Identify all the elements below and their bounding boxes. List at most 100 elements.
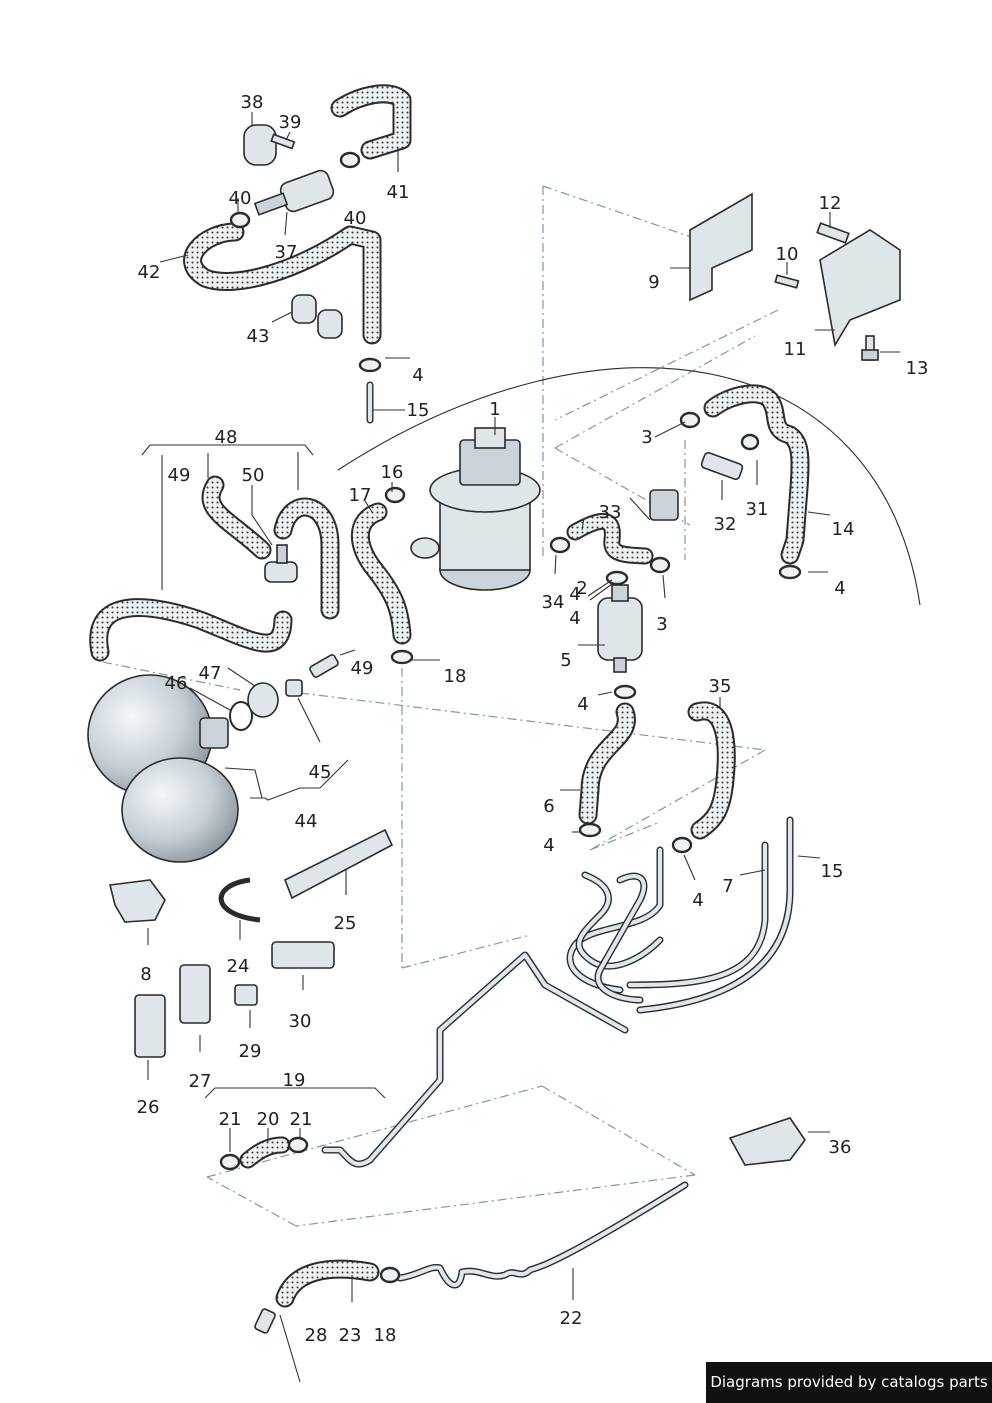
pipes: [321, 381, 794, 1289]
callout-13: 13: [906, 358, 929, 379]
callout-23: 23: [339, 1325, 362, 1346]
bolt-39: [270, 133, 296, 150]
holder-30: [271, 941, 335, 969]
callout-4e: 4: [577, 694, 588, 715]
leader-lines: [141, 112, 900, 1383]
callout-2: 2: [576, 578, 587, 599]
callout-15a: 15: [407, 400, 430, 421]
callout-39: 39: [279, 112, 302, 133]
fuel-filter-37: [253, 169, 335, 216]
sensor-12: [816, 222, 850, 244]
valve-50: [264, 544, 298, 583]
pressure-accumulator: [87, 674, 239, 863]
bolt-10: [774, 274, 800, 289]
fuel-filter-5: [597, 584, 643, 673]
callout-labels: 1 2 3 3 3 4 4 4 4 4 4 4 4 5 6 7 8 9 10 1…: [137, 92, 929, 1346]
callout-3b: 3: [656, 614, 667, 635]
callout-4d: 4: [569, 608, 580, 629]
callout-32: 32: [714, 514, 737, 535]
hose-20: [239, 1136, 291, 1169]
hose-41: [330, 84, 412, 160]
strap-24: [218, 877, 261, 923]
callout-21b: 21: [290, 1109, 313, 1130]
cap-45: [285, 679, 303, 697]
callout-42: 42: [138, 262, 161, 283]
callout-24: 24: [227, 956, 250, 977]
hose-49a: [201, 475, 272, 560]
hose-35: [687, 701, 736, 840]
charcoal-canister: [410, 427, 541, 591]
callout-14: 14: [832, 519, 855, 540]
callout-22: 22: [560, 1308, 583, 1329]
callout-33: 33: [599, 502, 622, 523]
holder-8: [109, 879, 166, 923]
callout-34: 34: [542, 592, 565, 613]
nut-47: [247, 682, 279, 718]
callout-6: 6: [543, 796, 554, 817]
credit-text: Diagrams provided by catalogs parts: [710, 1373, 988, 1391]
callout-40a: 40: [229, 188, 252, 209]
hose-49b: [89, 598, 293, 662]
callout-21a: 21: [219, 1109, 242, 1130]
callout-40b: 40: [344, 208, 367, 229]
reference-lines: [102, 185, 921, 1227]
holder-26: [134, 994, 166, 1058]
callout-9: 9: [648, 272, 659, 293]
plug-28: [254, 1308, 276, 1334]
hoses: [89, 84, 810, 1308]
callout-31: 31: [746, 499, 769, 520]
o-ring-46: [229, 701, 253, 731]
callout-45: 45: [309, 762, 332, 783]
callout-1: 1: [489, 399, 500, 420]
callout-35: 35: [709, 676, 732, 697]
callout-26: 26: [137, 1097, 160, 1118]
holder-29: [234, 984, 258, 1006]
credit-banner: Diagrams provided by catalogs parts: [706, 1362, 992, 1403]
callout-15b: 15: [821, 861, 844, 882]
clips-43: [291, 294, 343, 339]
connector-49: [309, 654, 339, 678]
callout-4b: 4: [834, 578, 845, 599]
clip-38: [243, 124, 277, 166]
hose-14: [703, 384, 810, 565]
components: [87, 124, 901, 1334]
callout-4a: 4: [412, 365, 423, 386]
holder-27: [179, 964, 211, 1024]
bracket-11: [819, 229, 901, 348]
callout-49b: 49: [351, 658, 374, 679]
callout-27: 27: [189, 1071, 212, 1092]
callout-18b: 18: [374, 1325, 397, 1346]
callout-17: 17: [349, 485, 372, 506]
clamps: [219, 151, 802, 1284]
callout-11: 11: [784, 339, 807, 360]
callout-44: 44: [295, 811, 318, 832]
callout-30: 30: [289, 1011, 312, 1032]
bracket-9: [689, 192, 753, 302]
callout-37: 37: [275, 242, 298, 263]
callout-3a: 3: [641, 427, 652, 448]
callout-4h: 4: [569, 584, 580, 605]
callout-10: 10: [776, 244, 799, 265]
hose-42: [183, 222, 382, 345]
callout-49a: 49: [168, 465, 191, 486]
callout-43: 43: [247, 326, 270, 347]
callout-16: 16: [381, 462, 404, 483]
callout-48: 48: [215, 427, 238, 448]
holder-33: [649, 489, 679, 521]
callout-38: 38: [241, 92, 264, 113]
holder-36: [728, 1117, 806, 1166]
hose-33: [566, 512, 654, 565]
callout-4f: 4: [543, 835, 554, 856]
callout-47: 47: [199, 663, 222, 684]
callout-5: 5: [560, 650, 571, 671]
callout-41: 41: [387, 182, 410, 203]
hose-6: [578, 702, 636, 825]
callout-19: 19: [283, 1070, 306, 1091]
callout-36: 36: [829, 1137, 852, 1158]
bolt-13: [861, 335, 879, 361]
callout-28: 28: [305, 1325, 328, 1346]
hose-23: [275, 1259, 380, 1308]
callout-7: 7: [722, 876, 733, 897]
callout-18a: 18: [444, 666, 467, 687]
